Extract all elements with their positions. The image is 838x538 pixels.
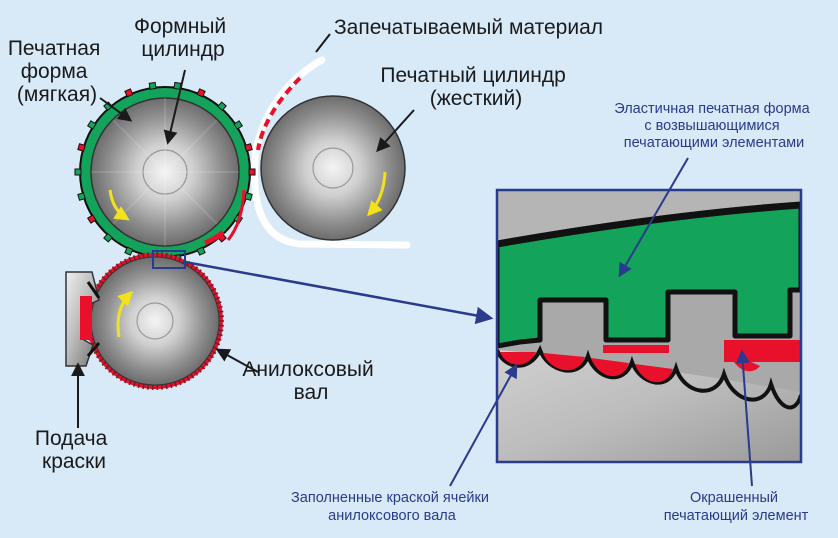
plate-raised-element bbox=[86, 214, 97, 224]
pointer-substrate bbox=[315, 33, 331, 53]
anilox-roller bbox=[86, 252, 224, 390]
plate-raised-element bbox=[244, 143, 253, 152]
label-ink-cells: Заполненные краской ячейки анилоксового … bbox=[291, 490, 493, 524]
pointer-plate-soft bbox=[99, 97, 133, 122]
plate-raised-element bbox=[248, 168, 256, 176]
detail-marker bbox=[152, 250, 186, 269]
substrate-web bbox=[251, 56, 411, 249]
zoom-detail bbox=[495, 188, 803, 464]
plate-cylinder bbox=[74, 81, 256, 263]
detail-leader bbox=[184, 260, 494, 325]
plate-raised-element bbox=[233, 120, 244, 130]
plate-ink-arc bbox=[226, 189, 246, 241]
pointer-impression bbox=[376, 109, 415, 153]
label-ink-supply: Подача краски bbox=[35, 427, 113, 473]
plate-raised-element bbox=[103, 101, 113, 112]
plate-raised-element bbox=[124, 246, 134, 256]
label-anilox: Анилоксовый вал bbox=[242, 358, 379, 404]
plate-raised-element bbox=[196, 246, 206, 256]
plate-raised-element bbox=[103, 232, 113, 243]
label-substrate: Запечатываемый материал bbox=[334, 16, 603, 39]
plate-raised-element bbox=[217, 101, 227, 112]
pointer-anilox bbox=[215, 348, 259, 373]
label-plate-soft: Печатная форма (мягкая) bbox=[8, 37, 106, 106]
impression-rotation-arrow bbox=[367, 171, 387, 217]
zoom-anilox-cells bbox=[497, 344, 801, 410]
label-inked-element: Окрашенный печатающий элемент bbox=[664, 490, 809, 524]
plate-raised-element bbox=[77, 192, 86, 201]
plate-raised-element bbox=[124, 88, 134, 98]
anilox-rotation-arrow bbox=[116, 290, 134, 338]
pointer-ink-cells bbox=[449, 363, 518, 487]
pointer-elastic-plate bbox=[618, 157, 689, 278]
plate-raised-element bbox=[196, 88, 206, 98]
plate-raised-element bbox=[148, 81, 157, 90]
label-impression-cylinder: Печатный цилиндр (жесткий) bbox=[380, 64, 571, 110]
plate-raised-element bbox=[77, 143, 86, 152]
label-plate-cylinder: Формный цилиндр bbox=[134, 15, 232, 61]
pointer-plate-cylinder bbox=[163, 69, 186, 145]
plate-rotation-arrow bbox=[108, 189, 130, 221]
ink-chamber bbox=[65, 271, 101, 367]
impression-cylinder bbox=[260, 95, 406, 241]
pointer-inked-element bbox=[735, 349, 753, 487]
plate-raised-element bbox=[86, 120, 97, 130]
plate-raised-element bbox=[244, 192, 253, 201]
label-elastic-plate: Эластичная печатная форма с возвышающими… bbox=[614, 101, 813, 151]
plate-raised-element bbox=[74, 168, 82, 176]
